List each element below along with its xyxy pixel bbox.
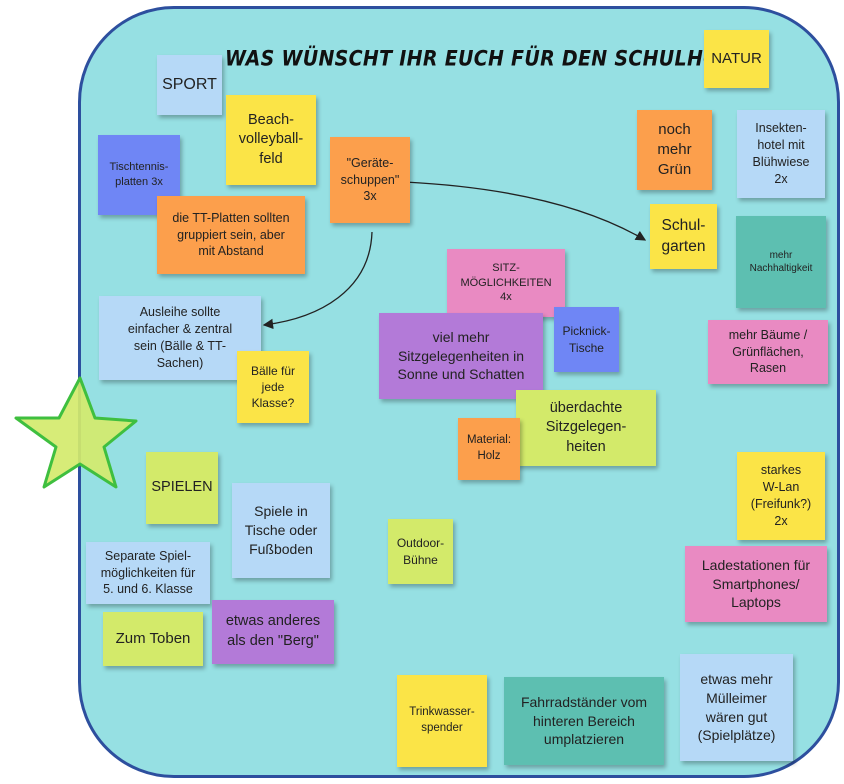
note-toben[interactable]: Zum Toben [103, 612, 203, 666]
note-fahrrad[interactable]: Fahrradständer vom hinteren Bereich umpl… [504, 677, 664, 765]
note-separate[interactable]: Separate Spiel- möglichkeiten für 5. und… [86, 542, 210, 604]
board-title: WAS WÜNSCHT IHR EUCH FÜR DEN SCHULHOF? [225, 46, 745, 72]
note-picknick[interactable]: Picknick- Tische [554, 307, 619, 372]
note-mehr-gruen[interactable]: noch mehr Grün [637, 110, 712, 190]
note-sitzgelegenheiten[interactable]: viel mehr Sitzgelegenheiten in Sonne und… [379, 313, 543, 399]
note-spielen[interactable]: SPIELEN [146, 452, 218, 524]
note-berg[interactable]: etwas anderes als den "Berg" [212, 600, 334, 664]
note-material[interactable]: Material: Holz [458, 418, 520, 480]
note-schulgarten[interactable]: Schul- garten [650, 204, 717, 269]
note-ausleihe[interactable]: Ausleihe sollte einfacher & zentral sein… [99, 296, 261, 380]
arrow-schuppen-to-ausleihe [262, 231, 373, 330]
note-ueberdachte[interactable]: überdachte Sitzgelegen- heiten [516, 390, 656, 466]
note-spiele-tische[interactable]: Spiele in Tische oder Fußboden [232, 483, 330, 578]
note-outdoor[interactable]: Outdoor- Bühne [388, 519, 453, 584]
note-ladestationen[interactable]: Ladestationen für Smartphones/ Laptops [685, 546, 827, 622]
note-trinkwasser[interactable]: Trinkwasser- spender [397, 675, 487, 767]
note-beachvolleyball[interactable]: Beach- volleyball- feld [226, 95, 316, 185]
note-muelleimer[interactable]: etwas mehr Mülleimer wären gut (Spielplä… [680, 654, 793, 761]
note-wlan[interactable]: starkes W-Lan (Freifunk?) 2x [737, 452, 825, 540]
note-insektenhotel[interactable]: Insekten- hotel mit Blühwiese 2x [737, 110, 825, 198]
note-natur[interactable]: NATUR [704, 30, 769, 88]
note-geraeteschuppen[interactable]: "Geräte- schuppen" 3x [330, 137, 410, 223]
note-sport[interactable]: SPORT [157, 55, 222, 115]
arrow-schuppen-to-schulgarten [404, 181, 647, 241]
note-tt-platten[interactable]: die TT-Platten sollten gruppiert sein, a… [157, 196, 305, 274]
note-sitzmoeglichkeiten[interactable]: SITZ- MÖGLICHKEITEN 4x [447, 249, 565, 317]
note-baelle[interactable]: Bälle für jede Klasse? [237, 351, 309, 423]
note-baeume[interactable]: mehr Bäume / Grünflächen, Rasen [708, 320, 828, 384]
note-nachhaltigkeit[interactable]: mehr Nachhaltigkeit [736, 216, 826, 308]
